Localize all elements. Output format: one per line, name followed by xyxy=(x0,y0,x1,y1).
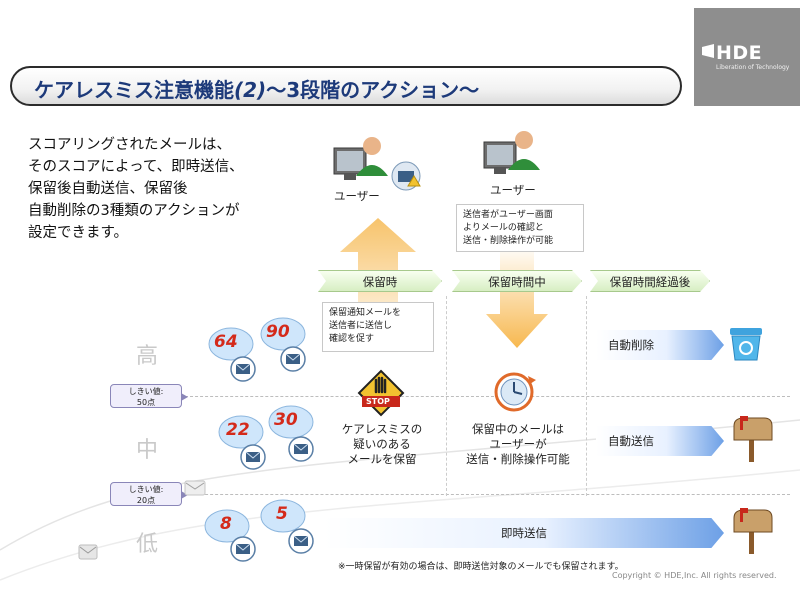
threshold-label: しきい値: xyxy=(128,485,164,494)
logo-brand: HDE xyxy=(716,42,763,64)
threshold-value: 20点 xyxy=(136,496,156,505)
score-bubble-icon xyxy=(260,499,306,533)
score-bubble-icon xyxy=(260,317,306,351)
user-label-left: ユーザー xyxy=(334,189,380,203)
divider-phase-1 xyxy=(446,296,447,496)
level-high: 高 xyxy=(136,344,159,369)
score-value: 30 xyxy=(274,410,298,430)
user-action-down-arrow xyxy=(486,244,548,348)
divider-phase-2 xyxy=(586,296,587,496)
user-computer-icon xyxy=(483,131,540,174)
mail-circle-icon xyxy=(230,536,256,562)
description-text: スコアリングされたメールは、 そのスコアによって、即時送信、 保留後自動送信、保… xyxy=(28,137,244,241)
mail-circle-icon xyxy=(230,356,256,382)
score-bubble-icon xyxy=(204,509,250,543)
hde-logo-mark-icon xyxy=(702,44,714,58)
divider-mid-low xyxy=(180,494,790,495)
envelope-icon xyxy=(78,544,98,560)
score-group-low: 8 5 xyxy=(204,496,324,566)
logo-tagline: Liberation of Technology xyxy=(716,64,790,71)
level-mid: 中 xyxy=(136,438,159,463)
mail-circle-icon xyxy=(288,436,314,462)
threshold-50: しきい値: 50点 xyxy=(110,384,188,408)
mailbox-icon xyxy=(733,508,773,554)
phase-on-hold: 保留時 xyxy=(318,270,442,292)
hde-logo: HDE Liberation of Technology xyxy=(694,8,800,106)
title-bar: ケアレスミス注意機能(2)～3段階のアクション～ xyxy=(10,66,682,106)
score-value: 64 xyxy=(214,332,238,352)
mailbox-icon xyxy=(733,416,773,462)
mail-circle-icon xyxy=(240,444,266,470)
level-low: 低 xyxy=(136,532,159,557)
score-value: 22 xyxy=(226,420,250,440)
stop-sign-icon xyxy=(357,369,405,417)
recycle-bin-icon xyxy=(730,328,762,361)
score-bubble-icon xyxy=(218,415,264,449)
score-value: 90 xyxy=(266,322,290,342)
immediate-send-arrow: 即時送信 xyxy=(324,518,724,548)
footnote: ※一時保留が有効の場合は、即時送信対象のメールでも保留されます。 xyxy=(338,562,624,572)
hold-notice-note: 保留通知メールを 送信者に送信し 確認を促す xyxy=(322,302,434,352)
envelope-icon xyxy=(184,480,206,496)
threshold-20: しきい値: 20点 xyxy=(110,482,188,506)
phase-hold-period: 保留時間中 xyxy=(452,270,582,292)
mail-circle-icon xyxy=(288,528,314,554)
hold-text: ケアレスミスの 疑いのある メールを保留 xyxy=(341,422,423,466)
title-number: (2) xyxy=(234,78,267,102)
auto-delete-arrow: 自動削除 xyxy=(596,330,724,360)
copyright: Copyright © HDE,Inc. All rights reserved… xyxy=(612,571,777,580)
score-bubble-icon xyxy=(208,327,254,361)
auto-send-arrow: 自動送信 xyxy=(596,426,724,456)
user-computer-icon xyxy=(333,137,421,191)
divider-high-mid xyxy=(180,396,790,397)
stop-sign-text: STOP xyxy=(366,397,390,406)
mail-circle-icon xyxy=(280,346,306,372)
phase-after-hold: 保留時間経過後 xyxy=(590,270,710,292)
user-label-right: ユーザー xyxy=(490,183,536,197)
score-group-mid: 22 30 xyxy=(218,404,328,474)
page-title: ケアレスミス注意機能(2)～3段階のアクション～ xyxy=(34,74,479,103)
title-prefix: ケアレスミス注意機能 xyxy=(34,78,234,102)
threshold-label: しきい値: xyxy=(128,387,164,396)
score-group-high: 64 90 xyxy=(208,316,318,386)
clock-icon xyxy=(494,372,536,412)
score-value: 5 xyxy=(276,504,288,524)
score-bubble-icon xyxy=(268,405,314,439)
threshold-value: 50点 xyxy=(136,398,156,407)
hold-period-text: 保留中のメールは ユーザーが 送信・削除操作可能 xyxy=(466,422,570,466)
score-value: 8 xyxy=(220,514,232,534)
sender-screen-note: 送信者がユーザー画面 よりメールの確認と 送信・削除操作が可能 xyxy=(456,204,584,252)
title-suffix: ～3段階のアクション～ xyxy=(266,78,480,102)
